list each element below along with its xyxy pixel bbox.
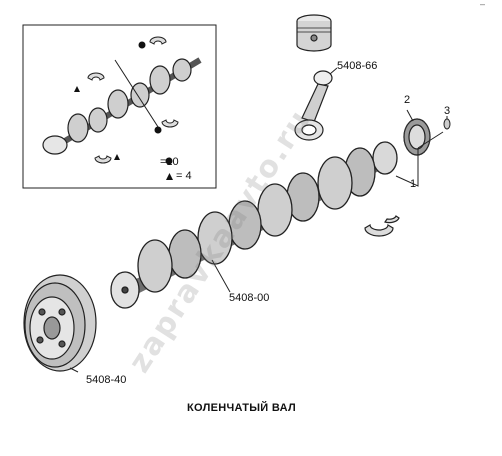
circle-marker xyxy=(138,41,146,49)
part-label-crankshaft: 5408-00 xyxy=(229,292,270,304)
leader-lines xyxy=(69,109,448,373)
callout-2: 2 xyxy=(404,94,411,106)
legend-circle-icon xyxy=(165,157,173,165)
connecting-rod xyxy=(294,67,338,141)
legend-circle-count: =10 xyxy=(160,156,179,168)
triangle-marker xyxy=(74,86,80,92)
timing-gear xyxy=(403,118,431,156)
diagram-caption: КОЛЕНЧАТЫЙ ВАЛ xyxy=(187,402,296,414)
main-bearing-shell xyxy=(364,215,400,237)
inset-markers xyxy=(74,41,173,180)
triangle-marker xyxy=(114,154,120,160)
legend-triangle-count: = 4 xyxy=(176,170,192,182)
crankshaft-pulley xyxy=(23,274,97,372)
corner-mark: – xyxy=(480,0,486,9)
part-label-pulley: 5408-40 xyxy=(86,374,127,386)
inset-bearing-shells xyxy=(87,36,179,164)
circle-marker xyxy=(154,126,162,134)
callout-1: 1 xyxy=(410,178,417,190)
crankshaft xyxy=(110,141,398,309)
key xyxy=(443,118,451,130)
callout-3: 3 xyxy=(444,105,451,117)
inset-crankshaft xyxy=(42,57,202,155)
legend-triangle-icon xyxy=(166,173,173,180)
part-label-piston: 5408-66 xyxy=(337,60,378,72)
piston xyxy=(296,14,332,52)
inset-frame xyxy=(22,24,217,189)
